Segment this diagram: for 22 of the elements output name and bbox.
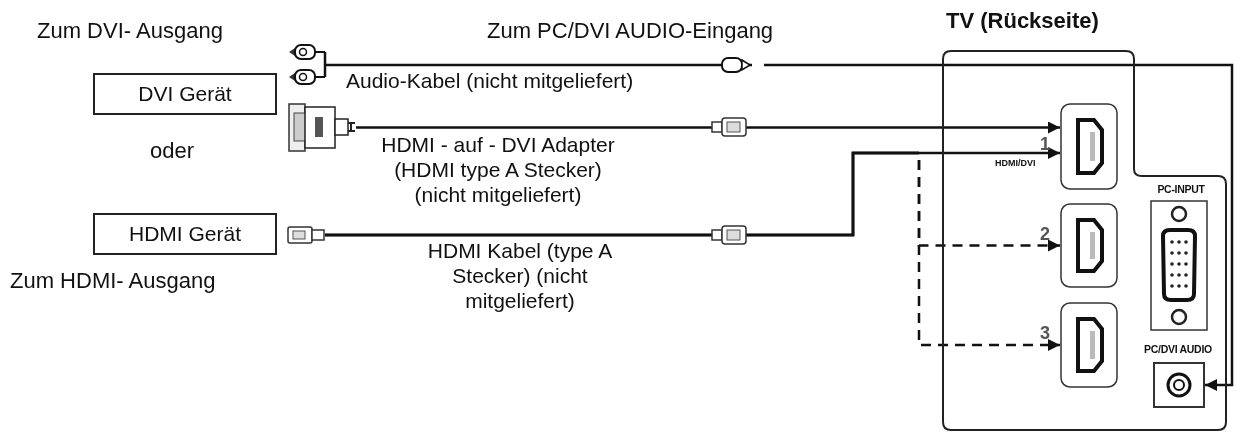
caption-text: Zum DVI- Ausgang <box>37 18 223 44</box>
dvi-connector-drawing <box>288 103 356 152</box>
port-label: HDMI/DVI <box>995 158 1036 168</box>
device-box: DVI Gerät <box>93 73 277 115</box>
hdmi-plug-drawing <box>287 225 325 245</box>
port-label: PC-INPUT <box>1156 183 1206 195</box>
caption-text: Zum HDMI- Ausgang <box>10 268 216 294</box>
device-box: HDMI Gerät <box>93 213 277 255</box>
port-number: 1 <box>1040 134 1050 155</box>
hdmi-port <box>1060 203 1118 288</box>
port-label: PC/DVI AUDIO <box>1143 343 1213 355</box>
rca-plugs-drawing <box>287 44 333 86</box>
port-number: 2 <box>1040 224 1050 245</box>
cable-arrow <box>333 63 1234 391</box>
dashed-cable-arrow <box>325 151 1060 351</box>
hdmi-port <box>1060 302 1118 388</box>
annotation-text: oder <box>150 138 195 164</box>
cable-arrow <box>356 121 1060 134</box>
annotation-text: Zum PC/DVI AUDIO-Eingang <box>487 18 774 44</box>
port-number: 3 <box>1040 323 1050 344</box>
panel-heading: TV (Rückseite) <box>946 8 1099 34</box>
hdmi-port <box>1060 103 1118 190</box>
